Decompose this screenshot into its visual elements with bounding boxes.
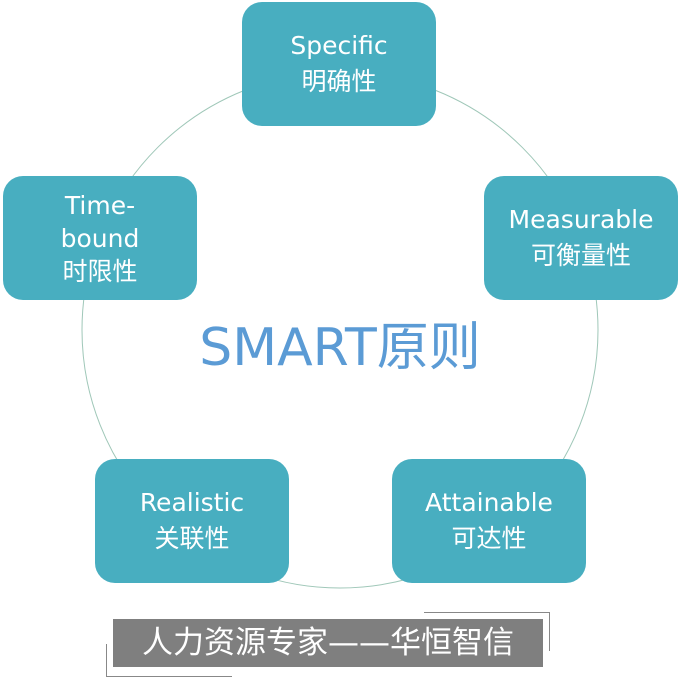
- box-specific: Specific 明确性: [242, 2, 436, 126]
- diagram-title: SMART原则: [199, 318, 481, 378]
- box-label-en: Attainable: [425, 488, 553, 517]
- bracket-decoration: [424, 612, 550, 651]
- box-label-en: Realistic: [139, 488, 245, 517]
- box-realistic: Realistic 关联性: [95, 459, 289, 583]
- box-label-en: Time- bound: [60, 190, 140, 253]
- box-label-zh: 明确性: [301, 67, 377, 96]
- box-label-en: Specific: [290, 31, 388, 60]
- bracket-decoration: [106, 644, 232, 677]
- box-label-zh: 可衡量性: [530, 241, 631, 270]
- box-measurable: Measurable 可衡量性: [484, 176, 678, 300]
- box-label-en: Measurable: [508, 205, 654, 234]
- box-attainable: Attainable 可达性: [392, 459, 586, 583]
- box-label-zh: 时限性: [62, 256, 138, 286]
- footer-banner: 人力资源专家——华恒智信: [113, 619, 543, 667]
- box-label-zh: 关联性: [154, 524, 230, 553]
- box-label-zh: 可达性: [451, 524, 527, 553]
